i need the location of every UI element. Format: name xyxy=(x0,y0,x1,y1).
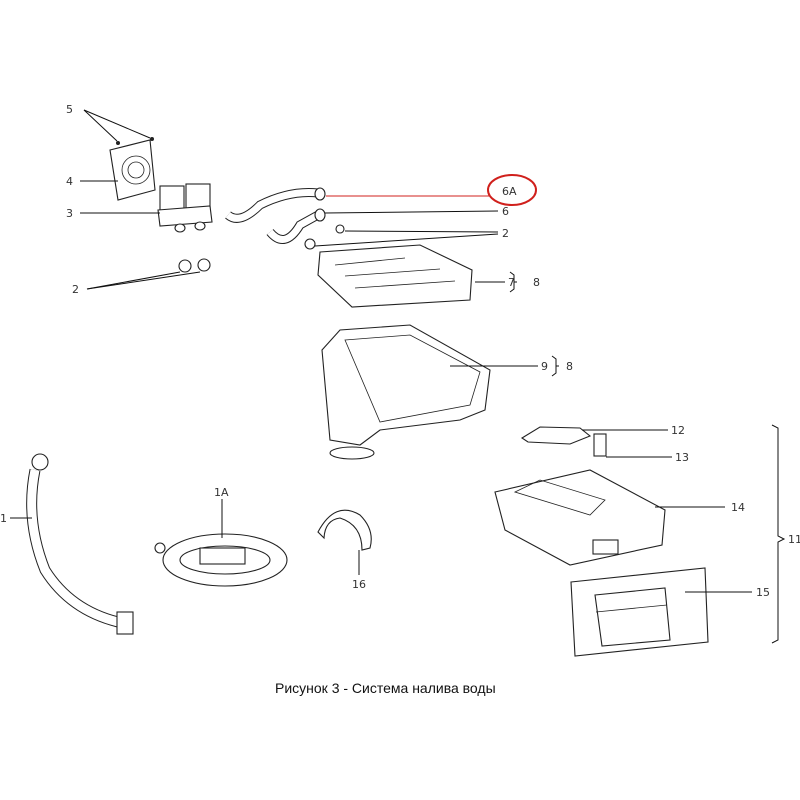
part-3-inlet-valve xyxy=(157,183,213,233)
label-15: 15 xyxy=(756,586,770,599)
part-5-screw xyxy=(150,137,154,141)
part-14-detergent-drawer xyxy=(494,469,666,566)
label-2-right: 2 xyxy=(502,227,509,240)
label-3: 3 xyxy=(66,207,73,220)
part-15-drawer-front-panel xyxy=(570,567,709,657)
label-1: 1 xyxy=(0,512,7,525)
label-14: 14 xyxy=(731,501,745,514)
part-1a-hose-assembly xyxy=(154,533,288,587)
label-8-bottom: 8 xyxy=(566,360,573,373)
label-9: 9 xyxy=(541,360,548,373)
part-2-clamps xyxy=(178,258,211,273)
label-16: 16 xyxy=(352,578,366,591)
label-8-top: 8 xyxy=(533,276,540,289)
label-11: 11 xyxy=(788,533,800,546)
label-4: 4 xyxy=(66,175,73,188)
label-1a: 1A xyxy=(214,486,229,499)
label-6: 6 xyxy=(502,205,509,218)
label-7: 7 xyxy=(508,276,515,289)
part-1-inlet-hose xyxy=(26,453,134,635)
part-4-valve-cover xyxy=(109,139,156,201)
part-7-tray-lid xyxy=(317,244,473,308)
label-6a: 6A xyxy=(502,185,517,198)
part-5-screw xyxy=(116,141,120,145)
label-13: 13 xyxy=(675,451,689,464)
label-12: 12 xyxy=(671,424,685,437)
highlight-circle-6a xyxy=(487,174,537,206)
label-2-left: 2 xyxy=(72,283,79,296)
part-13-siphon-tube xyxy=(593,433,607,457)
label-5: 5 xyxy=(66,103,73,116)
figure-caption: Рисунок 3 - Система налива воды xyxy=(275,680,496,696)
part-9-dispenser-housing xyxy=(321,324,491,460)
leader-lines xyxy=(10,109,786,644)
part-16-arc-clip xyxy=(317,509,372,551)
part-12-siphon-cap xyxy=(520,426,592,445)
